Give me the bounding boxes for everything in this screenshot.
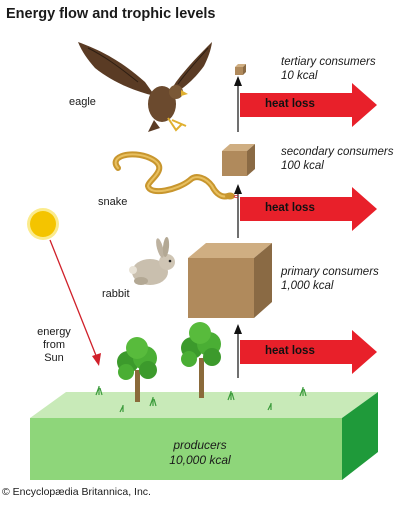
heat-loss-label-tertiary: heat loss [265,98,315,110]
eagle-illustration [78,42,212,132]
secondary-consumers-box [222,144,255,176]
rabbit-illustration [129,237,175,285]
sun-label-line-3: Sun [44,352,64,364]
secondary-consumers-label: secondary consumers 100 kcal [281,145,394,173]
tree-right [181,322,221,398]
producers-energy: 10,000 kcal [169,453,231,467]
heat-loss-label-secondary: heat loss [265,202,315,214]
eagle-label: eagle [69,96,96,108]
heat-loss-arrow-secondary [240,187,377,231]
copyright-notice: © Encyclopædia Britannica, Inc. [2,486,151,498]
energy-up-arrow-3 [234,76,242,132]
sun-energy-arrow [49,239,101,366]
rabbit-label: rabbit [102,288,130,300]
heat-loss-arrow-primary [240,330,377,374]
diagram-title: Energy flow and trophic levels [6,6,216,22]
sun-energy-label: energy from Sun [34,326,74,365]
tertiary-consumers-label: tertiary consumers 10 kcal [281,55,376,83]
producers-name: producers [173,438,227,452]
heat-loss-arrow-tertiary [240,83,377,127]
secondary-name: secondary consumers [281,146,394,158]
sun-label-line-1: energy [37,326,71,338]
producers-label: producers 10,000 kcal [150,438,250,468]
ground-side-face [342,392,378,480]
snake-label: snake [98,196,128,208]
ground-front-face [30,418,342,480]
primary-name: primary consumers [281,266,379,278]
energy-up-arrow-1 [234,324,242,378]
sun-icon [27,208,59,240]
snake-illustration [112,151,239,200]
ground-top-face [30,392,378,418]
tertiary-consumers-box [235,64,246,75]
primary-consumers-label: primary consumers 1,000 kcal [281,265,379,293]
sun-label-line-2: from [43,339,65,351]
grass-tufts [95,386,307,413]
tertiary-energy: 10 kcal [281,70,318,82]
primary-energy: 1,000 kcal [281,280,334,292]
producers-ground-slab [30,392,378,480]
tree-left [117,337,157,402]
secondary-energy: 100 kcal [281,160,324,172]
tertiary-name: tertiary consumers [281,56,376,68]
energy-up-arrow-2 [234,184,242,238]
heat-loss-label-primary: heat loss [265,345,315,357]
primary-consumers-box [188,243,272,318]
